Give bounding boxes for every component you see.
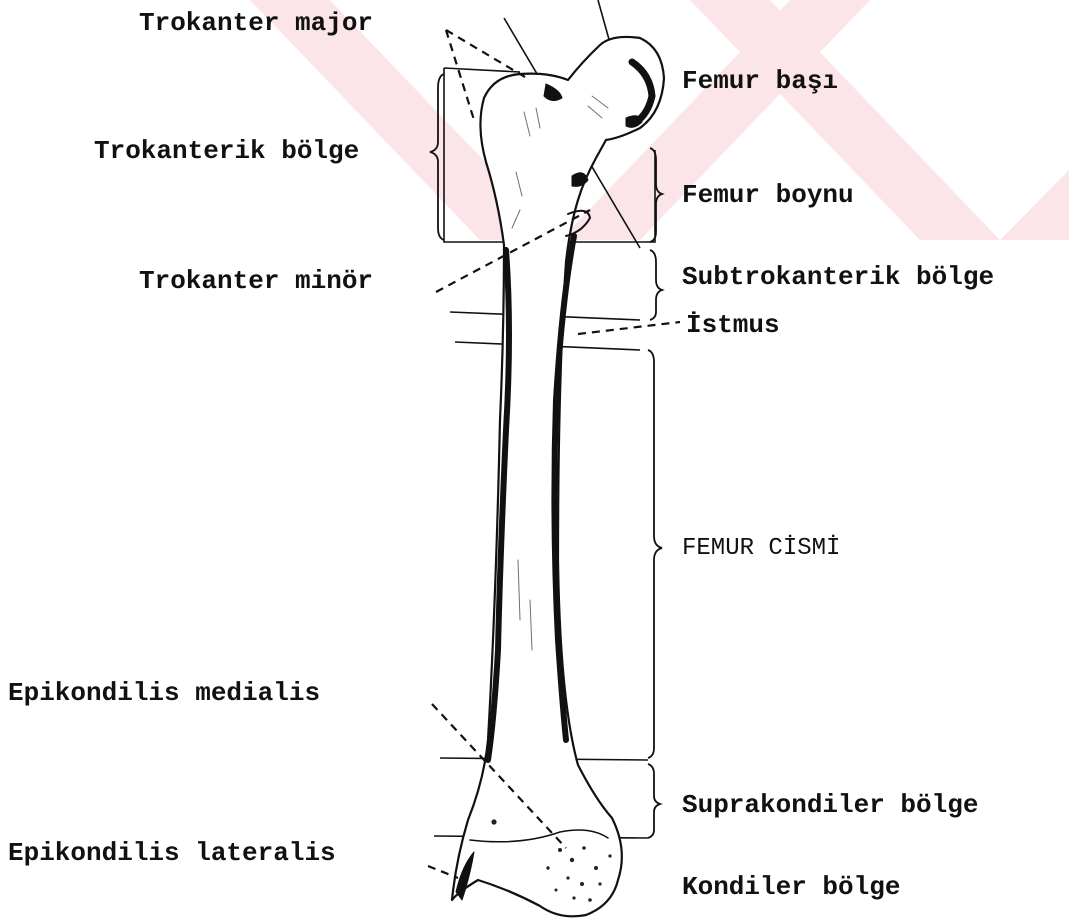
label-subtrokanterik-bolge: Subtrokanterik bölge bbox=[682, 262, 994, 292]
label-suprakondiler-bolge: Suprakondiler bölge bbox=[682, 790, 978, 820]
label-femur-cismi: FEMUR CİSMİ bbox=[682, 534, 840, 564]
label-femur-boynu: Femur boynu bbox=[682, 180, 854, 210]
leader-istmus bbox=[578, 322, 680, 334]
label-epikondilis-lateralis: Epikondilis lateralis bbox=[8, 838, 336, 868]
label-istmus: İstmus bbox=[686, 310, 780, 340]
label-femur-basi: Femur başı bbox=[682, 66, 838, 96]
neck-notch bbox=[572, 173, 588, 187]
leader-trokanter-major-2 bbox=[446, 30, 474, 120]
brace-femur-cismi bbox=[648, 350, 662, 758]
brace-suprakondiler bbox=[648, 764, 660, 838]
brace-subtrokanterik bbox=[650, 250, 662, 320]
label-kondiler-bolge: Kondiler bölge bbox=[682, 872, 900, 902]
label-trokanter-minor: Trokanter minör bbox=[139, 266, 373, 296]
trochanter-top-line bbox=[444, 68, 520, 72]
label-trokanter-major: Trokanter major bbox=[139, 8, 373, 38]
label-epikondilis-medialis: Epikondilis medialis bbox=[8, 678, 320, 708]
leader-epikondilis-lateralis bbox=[428, 866, 458, 878]
label-trokanterik-bolge: Trokanterik bölge bbox=[94, 136, 359, 166]
